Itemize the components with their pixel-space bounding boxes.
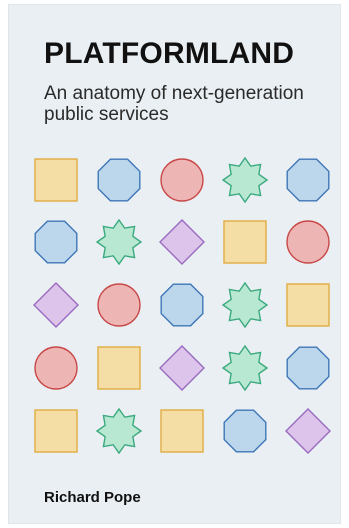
book-cover: PLATFORMLAND An anatomy of next-generati… (9, 5, 340, 523)
book-title: PLATFORMLAND (44, 37, 295, 70)
square-shape (97, 346, 141, 390)
star-shape (95, 407, 143, 455)
diamond-shape (285, 408, 331, 454)
circle-shape (34, 346, 78, 390)
diamond-shape (33, 282, 79, 328)
diamond-shape (159, 345, 205, 391)
square-shape (34, 158, 78, 202)
shape-grid (33, 156, 331, 455)
square-shape (34, 409, 78, 453)
octagon-shape (97, 158, 141, 202)
star-shape (221, 344, 269, 392)
book-author: Richard Pope (44, 489, 141, 506)
octagon-shape (223, 409, 267, 453)
circle-shape (97, 283, 141, 327)
octagon-shape (286, 158, 330, 202)
octagon-shape (34, 220, 78, 264)
circle-shape (160, 158, 204, 202)
star-shape (221, 281, 269, 329)
square-shape (223, 220, 267, 264)
star-shape (95, 218, 143, 266)
square-shape (286, 283, 330, 327)
circle-shape (286, 220, 330, 264)
octagon-shape (160, 283, 204, 327)
diamond-shape (159, 219, 205, 265)
book-subtitle: An anatomy of next-generation public ser… (44, 83, 304, 125)
octagon-shape (286, 346, 330, 390)
star-shape (221, 156, 269, 204)
square-shape (160, 409, 204, 453)
